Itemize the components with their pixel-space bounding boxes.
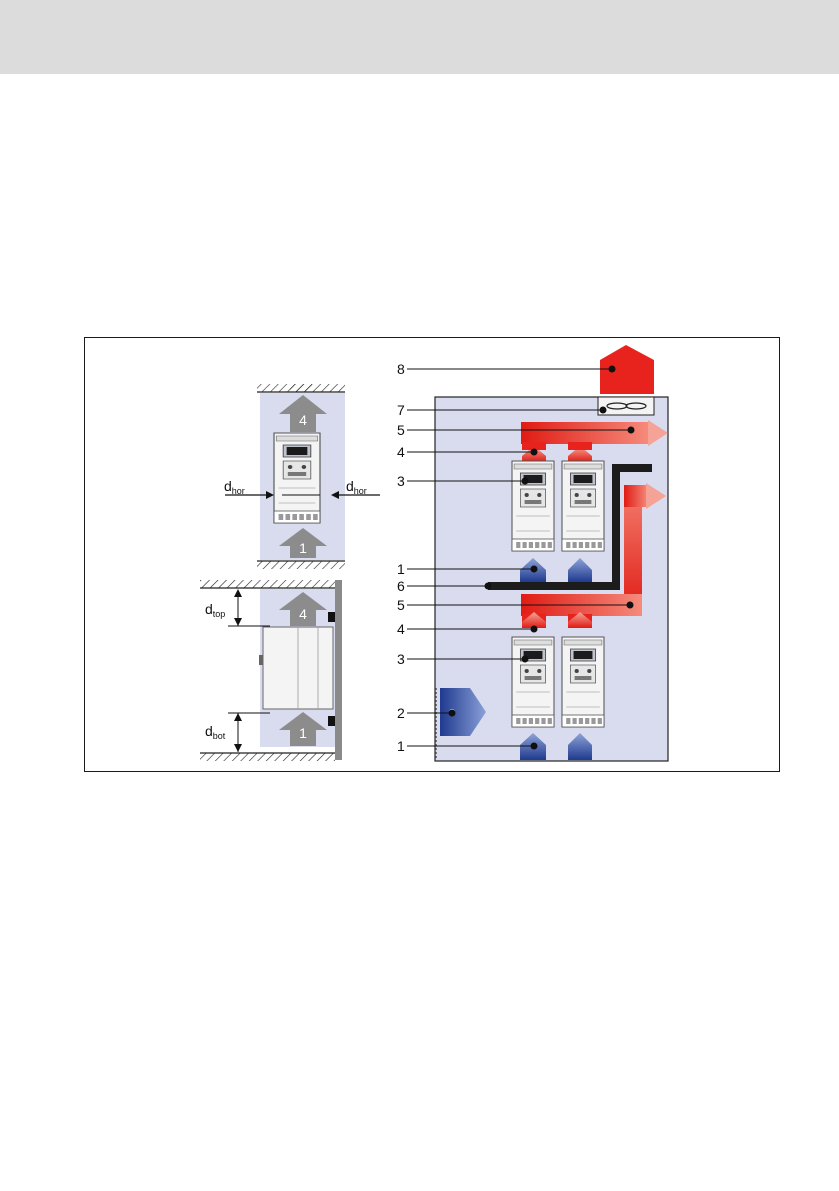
control-cabinet: [435, 345, 668, 761]
mounting-wall: [335, 580, 342, 760]
callout-5-lower: 5: [397, 597, 405, 613]
arrow-label-1: 1: [299, 540, 307, 556]
side-view: 4 1 dtop dbot: [200, 580, 342, 761]
floor-hatch: [257, 561, 345, 569]
callout-8: 8: [397, 361, 405, 377]
arrow-label-4: 4: [299, 412, 307, 428]
drive-lower-left: [512, 637, 554, 727]
callout-3-upper: 3: [397, 473, 405, 489]
side-arrow-label-4: 4: [299, 606, 307, 622]
dim-hor-right: dhor: [346, 478, 367, 496]
callout-2: 2: [397, 705, 405, 721]
side-arrow-label-1: 1: [299, 725, 307, 741]
callout-1-upper: 1: [397, 561, 405, 577]
front-view: 4 1 dhor dhor: [224, 384, 380, 569]
drive-upper-left: [512, 461, 554, 551]
dim-hor-left: dhor: [224, 478, 245, 496]
drive-upper-right: [562, 461, 604, 551]
callout-7: 7: [397, 402, 405, 418]
callout-labels: 8 7 5 4 3 1 6 5 4 3 2 1: [397, 361, 405, 754]
callout-3-lower: 3: [397, 651, 405, 667]
drive-lower-right: [562, 637, 604, 727]
callout-1-lower: 1: [397, 738, 405, 754]
callout-4-lower: 4: [397, 621, 405, 637]
callout-4-upper: 4: [397, 444, 405, 460]
callout-6: 6: [397, 578, 405, 594]
drive-front: [274, 433, 320, 523]
callout-5-upper: 5: [397, 422, 405, 438]
dim-bottom: dbot: [205, 723, 226, 741]
dim-top: dtop: [205, 601, 225, 619]
